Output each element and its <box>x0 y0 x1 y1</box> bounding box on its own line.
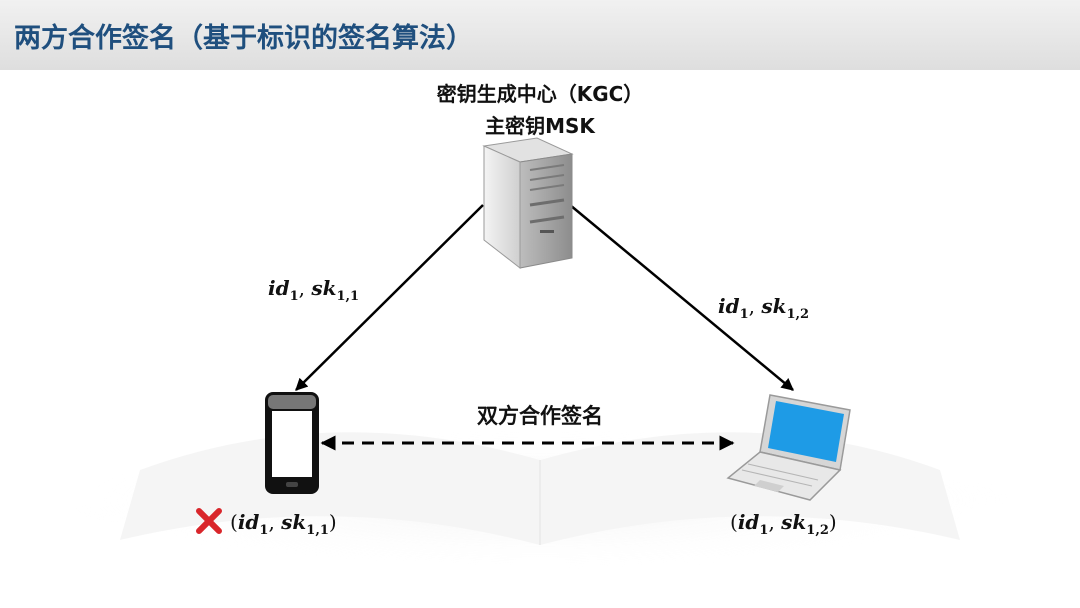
id-symbol: id <box>718 294 740 318</box>
red-x-icon <box>196 508 222 534</box>
id-subscript: 1 <box>259 523 269 538</box>
sk-symbol: sk <box>781 510 807 534</box>
id-subscript: 1 <box>739 307 749 322</box>
arrow-kgc-to-laptop <box>569 204 794 391</box>
id-subscript: 1 <box>759 523 769 538</box>
page-title: 两方合作签名（基于标识的签名算法） <box>14 23 473 54</box>
left-paren: ( <box>230 510 238 534</box>
sk-subscript: 1,2 <box>806 523 829 538</box>
smartphone-icon <box>265 392 319 494</box>
sk-subscript: 1,1 <box>336 289 360 304</box>
background-book-watermark <box>70 430 1010 570</box>
master-key-label: 主密钥MSK <box>485 114 595 138</box>
id-symbol: id <box>268 276 290 300</box>
id-subscript: 1 <box>289 289 299 304</box>
right-paren: ) <box>328 510 337 534</box>
sk-subscript: 1,2 <box>786 307 810 322</box>
kgc-title: 密钥生成中心（KGC） <box>436 82 644 106</box>
server-icon <box>482 137 574 270</box>
comma: , <box>298 276 312 300</box>
comma: , <box>748 294 762 318</box>
arrow-kgc-to-phone <box>295 204 484 391</box>
id-symbol: id <box>737 510 760 534</box>
phone-key-pair: (id1, sk1,1) <box>230 510 337 538</box>
id-symbol: id <box>237 510 260 534</box>
sk-symbol: sk <box>311 276 337 300</box>
laptop-key-pair: (id1, sk1,2) <box>730 510 837 538</box>
sk-symbol: sk <box>281 510 307 534</box>
laptop-icon <box>726 394 851 501</box>
left-paren: ( <box>730 510 738 534</box>
phone-key-label: id1, sk1,1 <box>268 276 359 304</box>
comma: , <box>768 510 782 534</box>
comma: , <box>268 510 282 534</box>
sk-symbol: sk <box>761 294 787 318</box>
cooperative-signature-label: 双方合作签名 <box>477 404 603 428</box>
sk-subscript: 1,1 <box>306 523 329 538</box>
header-bar: 两方合作签名（基于标识的签名算法） <box>0 0 1080 70</box>
laptop-key-label: id1, sk1,2 <box>718 294 809 322</box>
right-paren: ) <box>828 510 837 534</box>
